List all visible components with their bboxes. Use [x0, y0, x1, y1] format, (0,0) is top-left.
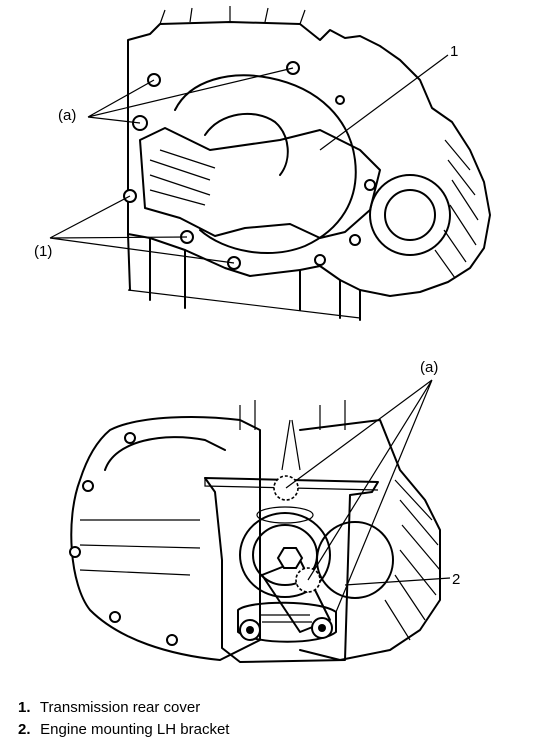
legend-item-number: 2.	[18, 721, 31, 738]
callout-number-2: 2	[452, 571, 461, 588]
callout-1-top: (1)	[34, 243, 53, 260]
top-transmission-figure	[49, 6, 491, 321]
legend-item-text: Engine mounting LH bracket	[40, 721, 230, 738]
callout-number-1: 1	[450, 43, 459, 60]
legend-item-text: Transmission rear cover	[39, 699, 201, 716]
bottom-bracket-figure	[69, 379, 451, 663]
legend-item-2: 2. Engine mounting LH bracket	[18, 722, 229, 737]
legend-item-number: 1.	[18, 699, 31, 716]
callout-a-top: (a)	[58, 107, 77, 124]
legend-item-1: 1. Transmission rear cover	[18, 700, 200, 715]
callout-a-bottom: (a)	[420, 359, 439, 376]
